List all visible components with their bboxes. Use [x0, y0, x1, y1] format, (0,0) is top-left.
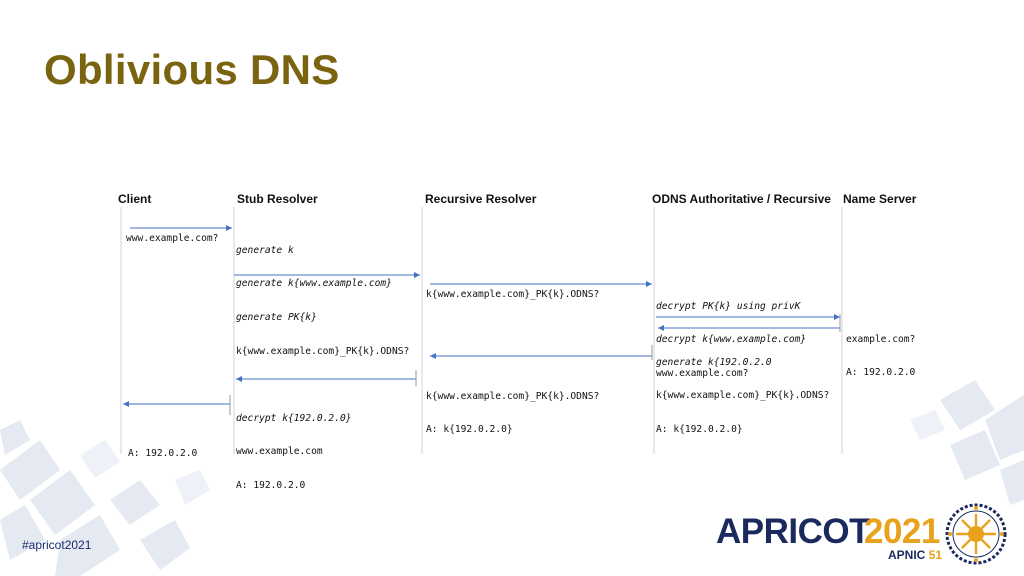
message-line: generate k [236, 244, 294, 256]
message-line: A: k{192.0.2.0} [656, 424, 743, 436]
message-nameserver-response: example.com? A: 192.0.2.0 [846, 311, 915, 401]
message-recursive-return: k{www.example.com}_PK{k}.ODNS? A: k{192.… [426, 368, 599, 458]
message-stub-generate: generate k generate k{www.example.com} g… [236, 222, 409, 380]
column-header-stub-resolver: Stub Resolver [237, 192, 318, 206]
message-line: generate k{192.0.2.0 [656, 356, 772, 368]
logo-word: APRICOT [716, 512, 871, 551]
message-line: A: 192.0.2.0 [236, 480, 306, 492]
message-line: k{www.example.com}_PK{k}.ODNS? [656, 390, 830, 402]
message-line: decrypt PK{k} using privK [656, 300, 801, 312]
message-line: www.example.com [236, 446, 323, 458]
apricot-logo: APRICOT 2021 APNIC 51 [716, 503, 1016, 572]
message-line: decrypt k{www.example.com} [656, 334, 807, 346]
message-client-query: www.example.com? [126, 210, 218, 266]
logo-org-name: APNIC [888, 548, 926, 562]
message-line: A: 192.0.2.0 [846, 367, 916, 379]
message-line: A: 192.0.2.0 [128, 447, 198, 459]
column-header-odns: ODNS Authoritative / Recursive [652, 192, 831, 206]
sun-emblem-icon [945, 503, 1007, 565]
message-odns-encrypt-answer: generate k{192.0.2.0 k{www.example.com}_… [656, 334, 829, 458]
column-header-recursive-resolver: Recursive Resolver [425, 192, 537, 206]
message-client-answer: A: 192.0.2.0 [128, 425, 197, 481]
message-recursive-forward: k{www.example.com}_PK{k}.ODNS? [426, 266, 599, 322]
message-line: A: k{192.0.2.0} [426, 424, 513, 436]
message-line: generate k{www.example.com} [236, 278, 392, 290]
column-header-client: Client [118, 192, 152, 206]
message-line: decrypt k{192.0.2.0} [236, 412, 352, 424]
slide-title: Oblivious DNS [44, 46, 340, 93]
message-line: k{www.example.com}_PK{k}.ODNS? [236, 346, 410, 358]
column-header-name-server: Name Server [843, 192, 917, 206]
message-line: k{www.example.com}_PK{k}.ODNS? [426, 390, 600, 402]
message-line: example.com? [846, 333, 916, 345]
message-odns-decrypt: decrypt PK{k} using privK decrypt k{www.… [656, 278, 806, 402]
message-line: www.example.com? [656, 368, 749, 380]
logo-org: APNIC 51 [888, 548, 942, 562]
logo-year: 2021 [864, 512, 940, 551]
message-stub-decrypt: decrypt k{192.0.2.0} www.example.com A: … [236, 390, 352, 514]
message-line: k{www.example.com}_PK{k}.ODNS? [426, 288, 600, 300]
message-line: generate PK{k} [236, 312, 317, 324]
message-line: www.example.com? [126, 232, 219, 244]
event-hashtag: #apricot2021 [22, 538, 92, 552]
logo-org-number: 51 [928, 548, 943, 562]
